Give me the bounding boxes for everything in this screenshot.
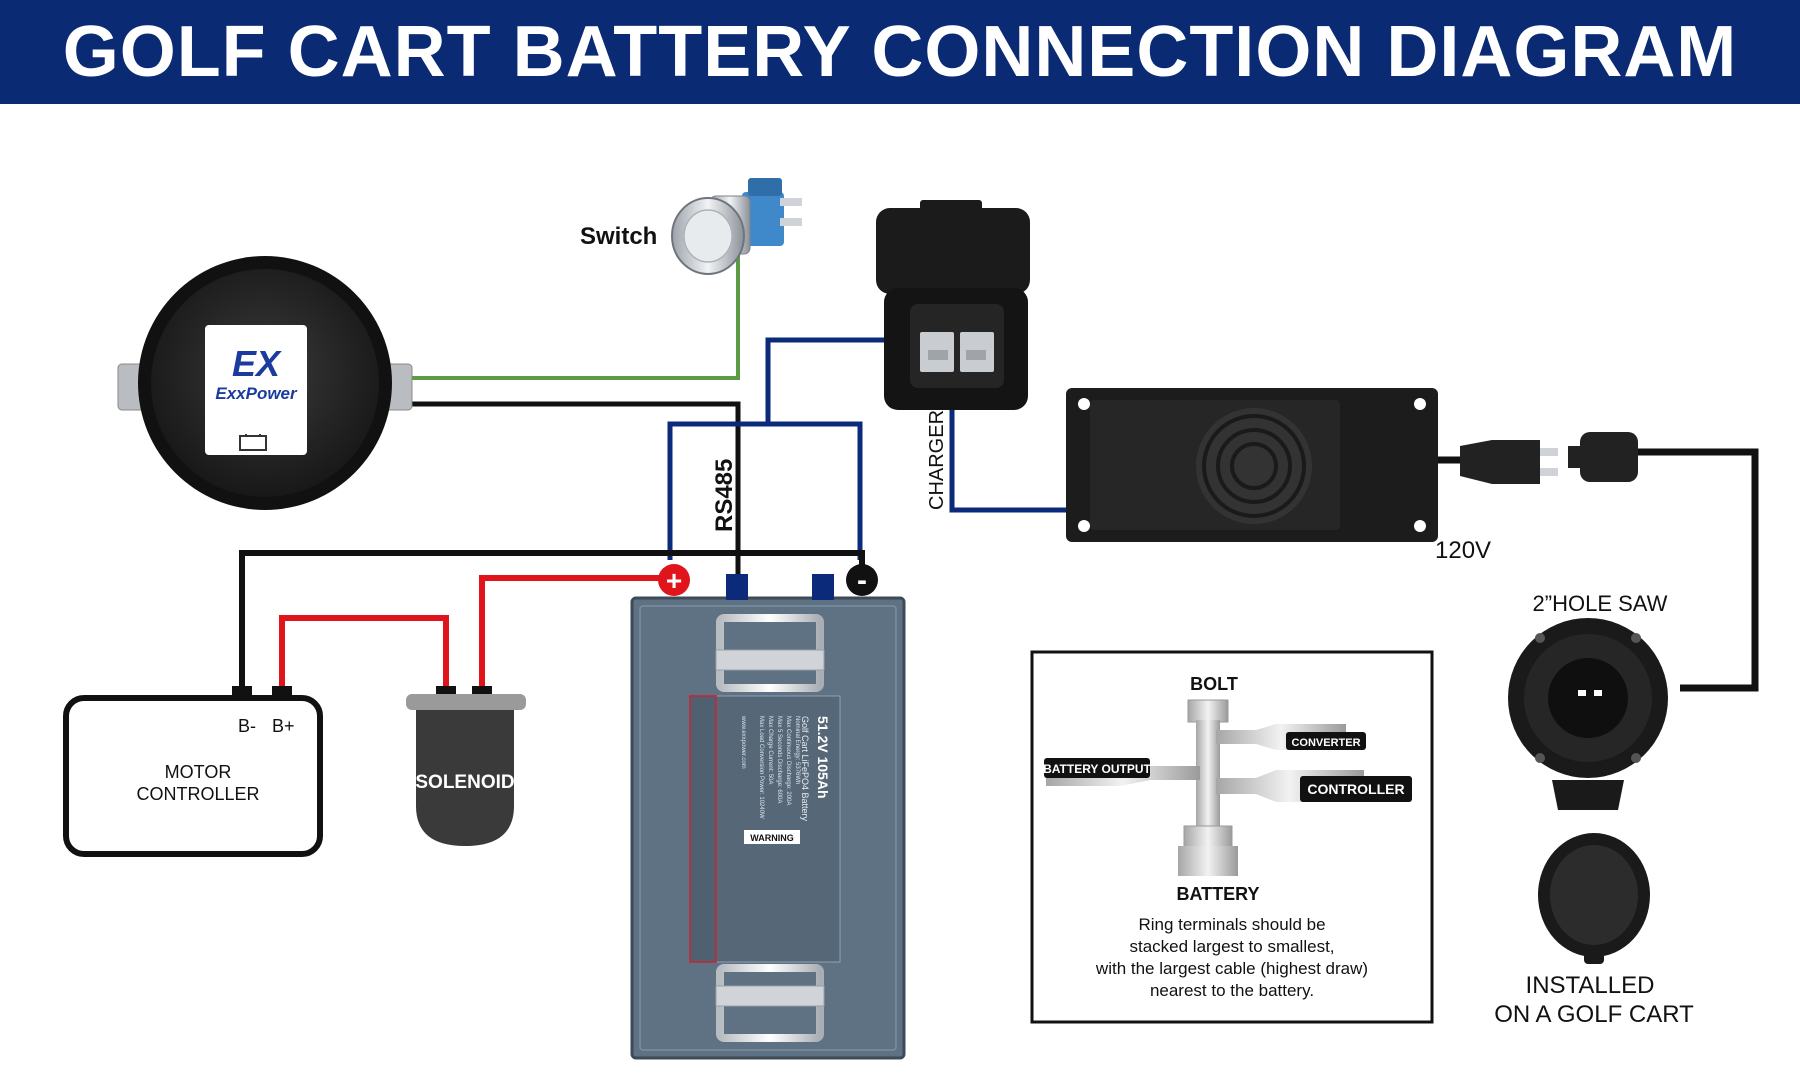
positive-sign: + — [666, 565, 682, 596]
stacking-note-line4: nearest to the battery. — [1150, 981, 1314, 1000]
bolt-battery-label: BATTERY — [1177, 884, 1260, 904]
battery-spec-4: Max Charge Current: 50A — [767, 716, 773, 784]
battery-model: 51.2V 105Ah — [815, 716, 831, 799]
monitor-power-wire — [392, 401, 741, 576]
solenoid-wire — [279, 615, 449, 688]
ac-cord — [1575, 448, 1759, 692]
stacking-note-line3: with the largest cable (highest draw) — [1095, 959, 1368, 978]
battery-warning: WARNING — [750, 833, 794, 843]
switch — [671, 178, 802, 275]
voltage-label: 120V — [1435, 537, 1491, 564]
battery-spec-3: Max 5 Seconds Discharge: 600A — [776, 716, 782, 803]
monitor-screen — [205, 325, 307, 455]
negative-sign: - — [857, 564, 867, 597]
controller-label: CONTROLLER — [1307, 781, 1404, 797]
charging-socket — [1508, 618, 1668, 964]
stacking-note-line2: stacked largest to smallest, — [1129, 937, 1334, 956]
battery-type: Golf Cart LiFePO4 Battery — [800, 716, 810, 822]
converter-label: CONVERTER — [1291, 737, 1360, 749]
battery-handle-bottom — [715, 964, 825, 1042]
solenoid — [406, 686, 526, 846]
motor-controller-label-line2: CONTROLLER — [136, 784, 259, 804]
b-plus-label: B+ — [272, 716, 295, 736]
battery-spec-2: Max Continuous Discharge: 200A — [785, 716, 791, 805]
negative-terminal-marker: - — [846, 564, 878, 597]
bolt-label: BOLT — [1190, 674, 1238, 694]
hole-saw-label: 2”HOLE SAW — [1533, 591, 1668, 616]
title-banner: GOLF CART BATTERY CONNECTION DIAGRAM — [0, 0, 1800, 104]
page-title: GOLF CART BATTERY CONNECTION DIAGRAM — [62, 12, 1738, 92]
charger-port — [876, 200, 1030, 410]
battery-website: www.exxpower.com — [740, 715, 746, 769]
solenoid-label: SOLENOID — [415, 772, 514, 793]
charger-label: CHARGER — [926, 410, 948, 510]
installed-label-line2: ON A GOLF CART — [1494, 1001, 1694, 1028]
charger-output-wire — [949, 405, 1088, 513]
battery-monitor: EX ExxPower — [117, 256, 413, 510]
battery-handle-top — [715, 614, 825, 692]
ring-terminal-guide — [1030, 650, 1434, 1024]
charger — [1066, 388, 1438, 542]
battery-icon — [239, 434, 267, 451]
switch-label: Switch — [580, 223, 657, 250]
positive-wire — [479, 575, 674, 688]
rs485-label: RS485 — [711, 459, 738, 532]
charger-port-wire — [765, 337, 884, 424]
ac-plug — [1460, 432, 1638, 484]
motor-controller-label-line1: MOTOR — [165, 762, 232, 782]
positive-terminal-marker: + — [658, 564, 690, 596]
motor-controller — [63, 686, 323, 857]
monitor-logo: EX — [232, 343, 282, 384]
installed-label-line1: INSTALLED — [1526, 972, 1655, 999]
monitor-brand: ExxPower — [215, 384, 298, 403]
b-minus-label: B- — [238, 716, 256, 736]
battery-spec-1: Nominal Energy: 5376Wh — [794, 716, 800, 784]
stacking-note-line1: Ring terminals should be — [1138, 915, 1325, 934]
battery-output-label: BATTERY OUTPUT — [1043, 762, 1151, 776]
battery-spec-5: Max Load Conversion Power: 10240W — [758, 716, 764, 819]
lithium-battery: WARNING 51.2V 105Ah Golf Cart LiFePO4 Ba… — [630, 574, 906, 1060]
switch-wire — [392, 245, 740, 380]
rs485-wire — [667, 421, 863, 560]
